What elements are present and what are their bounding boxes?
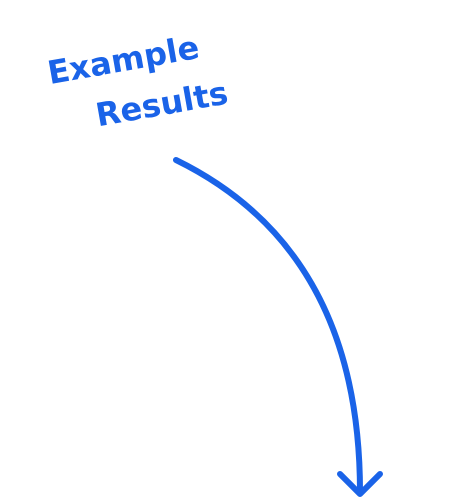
arrow-head (337, 471, 383, 497)
arrow-shaft (173, 157, 363, 495)
